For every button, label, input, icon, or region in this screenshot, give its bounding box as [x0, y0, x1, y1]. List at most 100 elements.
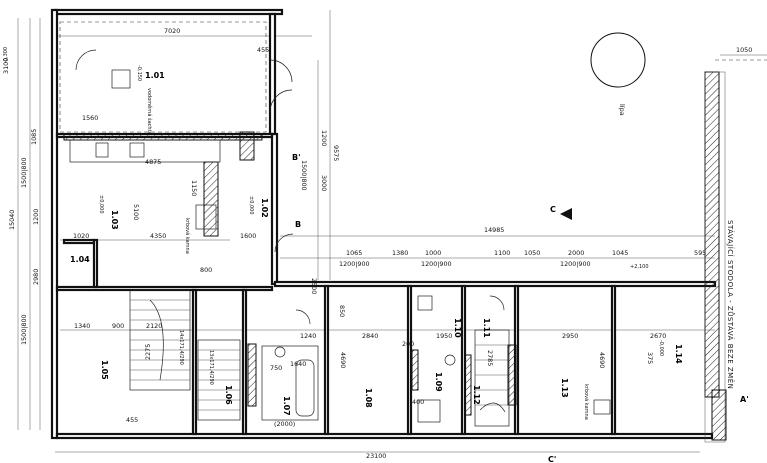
dim-wing: 1380	[392, 249, 408, 257]
tree-label: lípa	[618, 104, 626, 116]
dim-misc: 2785	[486, 350, 494, 366]
dimension-texts: 7020 455 1050 1560 4875 14985 1065 1380 …	[2, 27, 752, 460]
room-1-12: 1.12	[472, 385, 481, 405]
fixtures	[59, 21, 611, 427]
dim-mid: 4350	[150, 232, 166, 240]
room-1-01: 1.01	[145, 71, 165, 80]
dim-left: 3100	[2, 58, 10, 74]
dim-mid: 1950	[436, 332, 452, 340]
dim-misc: 750	[270, 364, 282, 372]
tree-symbol: lípa	[590, 32, 646, 116]
stair-1-06	[197, 339, 241, 421]
stair-1-12	[474, 329, 510, 427]
elev-right: +2,100	[630, 264, 649, 270]
dim-misc: 850	[338, 305, 346, 317]
room-1-11: 1.11	[482, 318, 491, 338]
dim-top: 1050	[736, 46, 752, 54]
dim-mid: 1020	[73, 232, 89, 240]
dim-top: 7020	[164, 27, 180, 35]
dim-misc: 375	[646, 352, 654, 364]
dim-misc: 2500	[310, 278, 318, 294]
masonry-hatching	[63, 71, 727, 441]
room-1-01-desc: vodoměrná šachta	[146, 88, 153, 135]
existing-barn-note: STÁVAJÍCÍ STODOLA - ZŮSTÁVÁ BEZE ZMĚN	[726, 220, 735, 389]
dim-misc: 200	[402, 340, 414, 348]
room-1-09: 1.09	[434, 372, 443, 392]
room-1-08: 1.08	[364, 388, 373, 408]
room-1-14-elev: -0,000	[658, 340, 664, 356]
dim-mid: 2120	[146, 322, 162, 330]
dim-misc: 1150	[190, 180, 198, 196]
dim-bottom: 455	[126, 416, 138, 424]
dim-misc: (2000)	[274, 420, 295, 428]
dim-wing-opening: 1200|900	[421, 260, 452, 268]
fireplace-label-2: krbová kamna	[583, 384, 590, 420]
dim-misc: 1640	[290, 360, 306, 368]
dim-left: 1500|800	[20, 157, 28, 188]
room-1-01-elev: -0,150	[136, 65, 142, 81]
room-1-02-elev: ±0,000	[248, 196, 254, 215]
dim-mid: 1240	[300, 332, 316, 340]
dim-wing: 595	[694, 249, 706, 257]
dim-left: 1085	[30, 129, 38, 145]
dim-stair: 2275	[144, 344, 152, 360]
dim-mid: 2950	[562, 332, 578, 340]
dim-mid: 900	[112, 322, 124, 330]
dim-right: 1200	[320, 130, 328, 146]
dim-mid: 800	[200, 266, 212, 274]
dim-misc: 5100	[132, 204, 140, 220]
room-1-05: 1.05	[100, 360, 109, 380]
room-1-03: 1.03	[110, 210, 119, 230]
room-1-02: 1.02	[260, 198, 269, 218]
dim-top: 455	[257, 46, 269, 54]
section-c-prime: C'	[548, 455, 556, 463]
room-labels: 1.01 vodoměrná šachta -0,150 1.02 ±0,000…	[70, 65, 683, 420]
dim-right: 3000	[320, 175, 328, 191]
dim-stair: 14x171,4/290	[178, 330, 184, 365]
dim-wing: 14985	[484, 226, 504, 234]
room-1-14: 1.14	[674, 344, 683, 364]
elev-left: -0,300	[3, 47, 9, 63]
dimension-lines	[17, 10, 767, 453]
section-a-prime: A'	[740, 395, 749, 404]
dim-bottom: 23100	[366, 452, 386, 460]
dim-mid: 2670	[650, 332, 666, 340]
dim-right: 1500|800	[300, 160, 308, 191]
dim-right: 9575	[332, 145, 340, 161]
dim-left: 1200	[32, 209, 40, 225]
dim-wing-opening: 1200|900	[339, 260, 370, 268]
room-1-10: 1.10	[453, 318, 462, 338]
dim-wing: 1000	[425, 249, 441, 257]
dim-mid: 1340	[74, 322, 90, 330]
room-1-04: 1.04	[70, 255, 90, 264]
stair-left	[129, 289, 191, 391]
section-b: B	[295, 220, 301, 229]
existing-barn-outline	[704, 59, 767, 443]
room-1-13: 1.13	[560, 378, 569, 398]
dim-wing-opening: 1200|900	[560, 260, 591, 268]
dim-upper: 4875	[145, 158, 161, 166]
dim-wing: 2000	[568, 249, 584, 257]
dim-upper: 1560	[82, 114, 98, 122]
dim-left: 2980	[32, 269, 40, 285]
room-1-06: 1.06	[224, 385, 233, 405]
section-c: C	[550, 205, 556, 214]
dim-mid: 2840	[362, 332, 378, 340]
room-1-03-elev: ±0,000	[98, 195, 104, 214]
fireplace-label-1: krbová kamna	[184, 218, 191, 254]
dim-misc: 400	[412, 398, 424, 406]
dim-right: 4690	[598, 352, 606, 368]
section-b-prime: B'	[292, 153, 301, 162]
dim-stair: 13x171,4/290	[208, 350, 214, 385]
dim-wing: 1100	[494, 249, 510, 257]
dim-mid: 1600	[240, 232, 256, 240]
dim-wing: 1050	[524, 249, 540, 257]
dim-left: 15040	[8, 210, 16, 230]
dim-right: 4690	[339, 352, 347, 368]
dim-wing: 1045	[612, 249, 628, 257]
dim-left: 1500|800	[20, 314, 28, 345]
dim-wing: 1065	[346, 249, 362, 257]
section-markers: C C' B B' A'	[292, 153, 749, 463]
room-1-07: 1.07	[282, 396, 291, 416]
